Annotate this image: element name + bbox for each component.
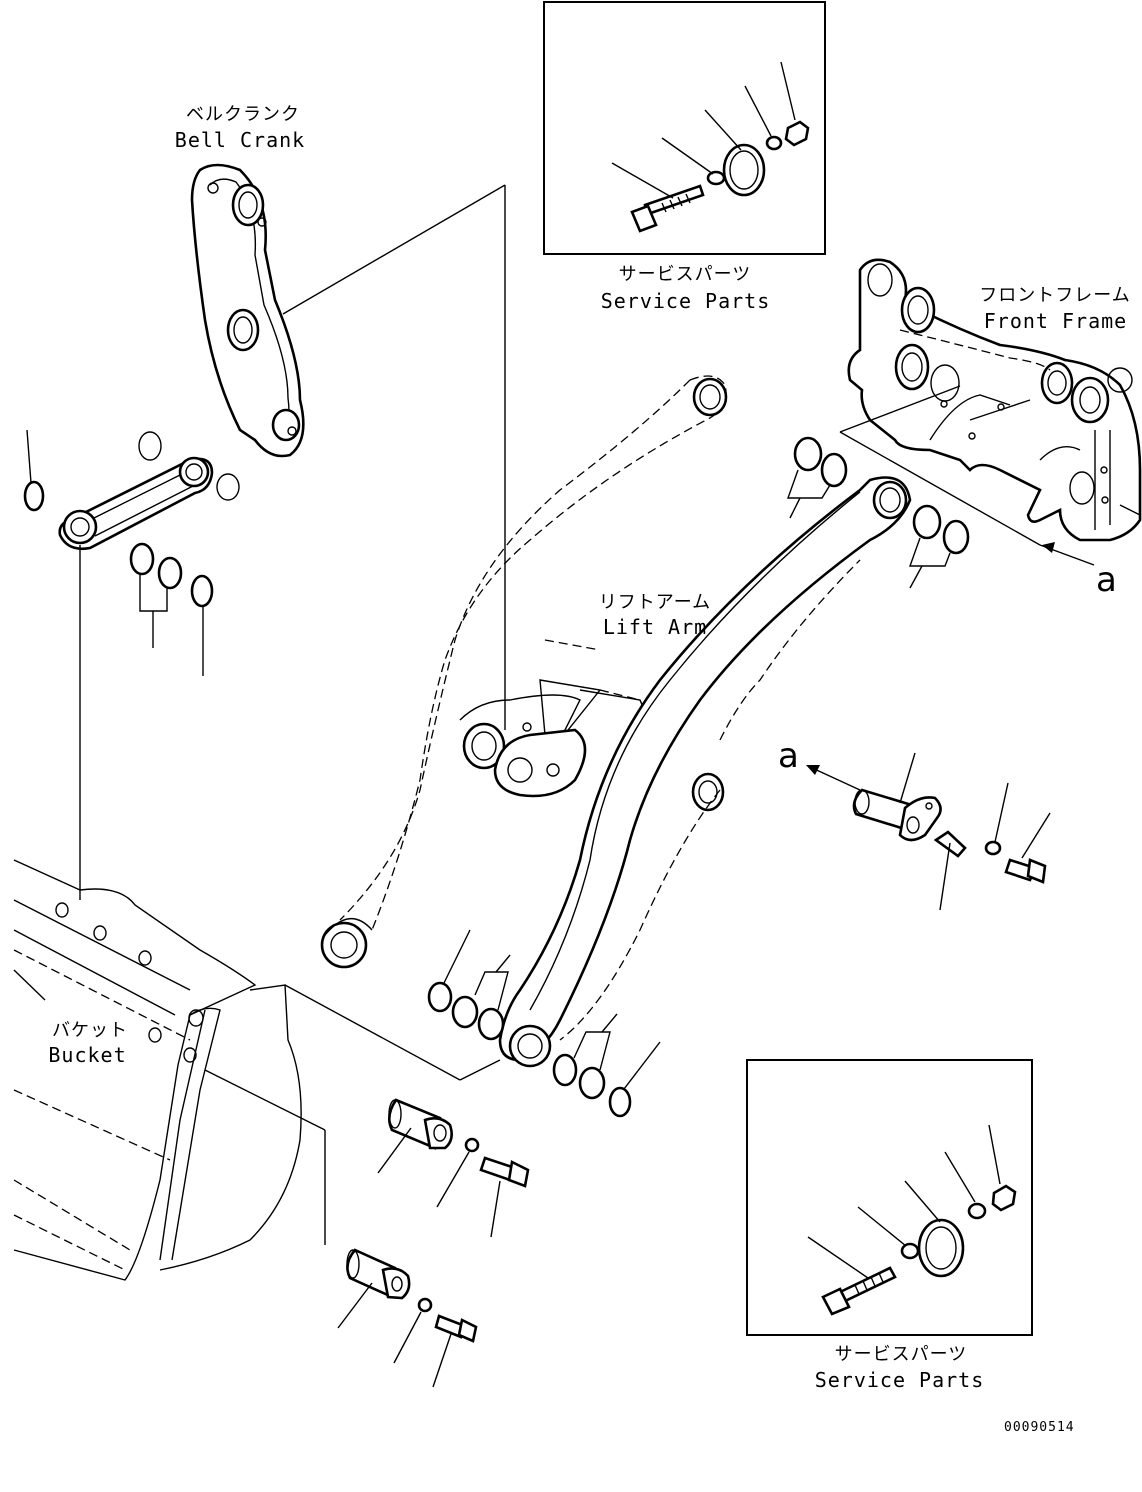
link-part [58, 456, 214, 550]
service-parts-box-top [543, 1, 826, 255]
service-washer-small-bottom [967, 1202, 987, 1220]
front-pin-assembly [852, 752, 1051, 911]
service-bolt-top [630, 184, 705, 233]
service-washer-small-top [765, 135, 783, 151]
drawing-code: 00090514 [1004, 1420, 1075, 1435]
service-parts-box-bottom [746, 1059, 1033, 1336]
service-washer-bottom [900, 1242, 920, 1260]
link-seal-1 [129, 542, 155, 576]
bucket-label-jp: バケット [52, 1020, 128, 1041]
service-bolt-bottom [821, 1266, 897, 1316]
reference-mark-left: a [778, 736, 799, 776]
lift-arm-label-jp: リフトアーム [598, 592, 712, 613]
service-nut-top [784, 120, 810, 147]
service-parts-top-label-jp: サービスパーツ [618, 264, 752, 285]
link-plug-left [23, 480, 45, 512]
service-parts-bottom-label: Service Parts [814, 1368, 985, 1392]
bell-crank-label: Bell Crank [174, 128, 306, 152]
bell-crank-label-jp: ベルクランク [186, 104, 300, 125]
link-seal-2 [157, 556, 183, 590]
reference-mark-right: a [1096, 560, 1117, 600]
service-parts-bottom-label-jp: サービスパーツ [834, 1344, 968, 1365]
bucket-pin-upper [377, 1098, 530, 1238]
lift-arm-label: Lift Arm [602, 615, 708, 639]
service-parts-top-label: Service Parts [600, 289, 771, 313]
bucket-part [13, 859, 302, 1281]
bell-crank-part [190, 163, 305, 458]
bucket-pin-lower [337, 1248, 478, 1388]
lift-arm-front [498, 476, 912, 1068]
front-frame-part [847, 258, 1142, 542]
front-frame-label-jp: フロントフレーム [979, 285, 1131, 306]
bucket-label: Bucket [48, 1043, 127, 1067]
lift-arm-rear [320, 375, 728, 969]
link-plug-right [190, 574, 214, 608]
front-frame-label: Front Frame [983, 309, 1128, 333]
service-nut-bottom [991, 1184, 1017, 1212]
service-washer-top [706, 170, 726, 186]
